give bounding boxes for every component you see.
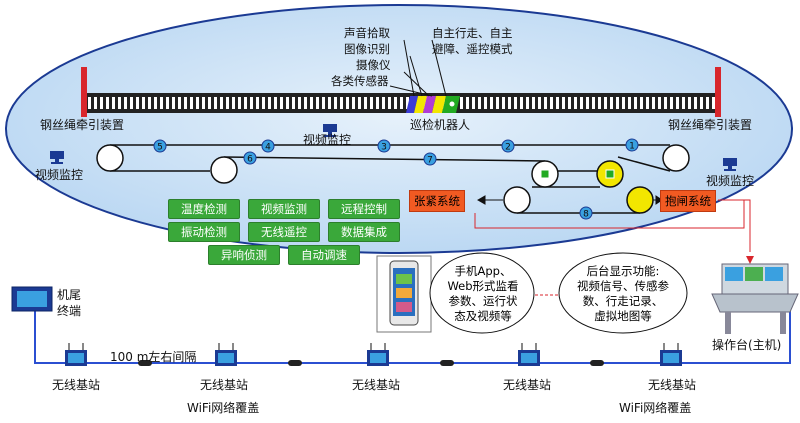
function-data-integration: 数据集成 — [328, 222, 400, 242]
backend-bubble-line1: 后台显示功能: — [586, 264, 660, 278]
base-station-label-5: 无线基站 — [648, 378, 697, 392]
tail-terminal-device — [11, 286, 53, 312]
marker-4: 4 — [265, 143, 271, 153]
marker-3: 3 — [381, 143, 387, 153]
base-station-label-2: 无线基站 — [200, 378, 249, 392]
video-monitor-right-label: 视频监控 — [706, 174, 755, 188]
base-stations — [65, 343, 682, 366]
base-station-label-4: 无线基站 — [503, 378, 552, 392]
traction-label-left: 钢丝绳牵引装置 — [40, 118, 125, 132]
brake-roller-2 — [626, 186, 654, 214]
callout-autonomous-line1: 自主行走、自主 — [432, 26, 513, 40]
function-temperature: 温度检测 — [168, 199, 240, 219]
phone-bubble-text: 手机App、 Web形式监看 参数、运行状 态及视频等 — [436, 264, 530, 324]
network-line — [34, 306, 791, 364]
marker-2: 2 — [505, 143, 511, 153]
base-station-label-1: 无线基站 — [52, 378, 101, 392]
callout-sensors: 各类传感器 — [331, 74, 389, 88]
function-video: 视频监测 — [248, 199, 320, 219]
traction-bar-left — [81, 67, 87, 117]
function-vibration: 振动检测 — [168, 222, 240, 242]
wifi-coverage-label-1: WiFi网络覆盖 — [187, 401, 260, 415]
phone-device — [376, 255, 432, 333]
wifi-coverage-label-2: WiFi网络覆盖 — [619, 401, 692, 415]
marker-5: 5 — [157, 143, 163, 153]
operator-console-device — [711, 263, 799, 334]
backend-bubble-text: 后台显示功能: 视频信号、传感参 数、行走记录、 虚拟地图等 — [563, 264, 683, 324]
traction-bar-right — [715, 67, 721, 117]
callout-autonomous-line2: 避障、遥控模式 — [432, 42, 513, 56]
tail-terminal-label-line2: 终端 — [57, 304, 82, 318]
system-arrows — [476, 195, 663, 205]
backend-bubble-shape — [558, 252, 688, 334]
network-links — [138, 360, 604, 366]
function-remote-control: 远程控制 — [328, 199, 400, 219]
conveyor-area-ellipse — [5, 4, 793, 254]
roller-number-markers: 1 2 3 4 5 6 7 8 — [153, 138, 639, 220]
backend-bubble-line2: 视频信号、传感参 — [577, 279, 669, 293]
video-monitor-center-label: 视频监控 — [303, 133, 352, 147]
phone-bubble-shape — [429, 252, 535, 334]
tail-terminal-label-line1: 机尾 — [57, 288, 82, 302]
phone-bubble-line4: 态及视频等 — [454, 309, 512, 323]
backend-bubble-line3: 数、行走记录、 — [582, 294, 664, 308]
robot-callout-lines — [389, 39, 447, 97]
phone-bubble-line3: 参数、运行状 — [448, 294, 518, 308]
video-monitor-left-label: 视频监控 — [35, 168, 84, 182]
monitor-icon-right — [723, 158, 737, 171]
base-station-label-3: 无线基站 — [352, 378, 401, 392]
phone-bubble-line1: 手机App、 — [454, 264, 512, 278]
backend-bubble-line4: 虚拟地图等 — [594, 309, 652, 323]
operator-console-label: 操作台(主机) — [712, 338, 782, 352]
tension-roller-2 — [503, 186, 531, 214]
inspection-rail — [86, 93, 716, 113]
spacing-label: 100 m左右间隔 — [110, 350, 197, 364]
monitor-icon-center — [323, 124, 337, 137]
function-abnormal-sound: 异响侦测 — [208, 245, 280, 265]
marker-8: 8 — [583, 210, 589, 220]
monitor-icon-left — [50, 151, 64, 164]
tension-system-box: 张紧系统 — [409, 190, 465, 212]
inspection-robot — [406, 96, 460, 113]
marker-1: 1 — [629, 142, 635, 152]
callout-image-recognition: 图像识别 — [344, 42, 390, 56]
callout-sound-pickup: 声音拾取 — [344, 26, 390, 40]
marker-7: 7 — [427, 156, 433, 166]
function-auto-speed: 自动调速 — [288, 245, 360, 265]
brake-system-box: 抱闸系统 — [660, 190, 716, 212]
roller-left-2 — [210, 156, 238, 184]
marker-6: 6 — [247, 155, 253, 165]
head-roller-left — [96, 144, 124, 172]
phone-bubble-line2: Web形式监看 — [447, 279, 519, 293]
callout-camera: 摄像仪 — [356, 58, 391, 72]
head-roller-right — [662, 144, 690, 172]
traction-label-right: 钢丝绳牵引装置 — [668, 118, 753, 132]
robot-label: 巡检机器人 — [410, 118, 471, 132]
function-wireless-remote: 无线遥控 — [248, 222, 320, 242]
